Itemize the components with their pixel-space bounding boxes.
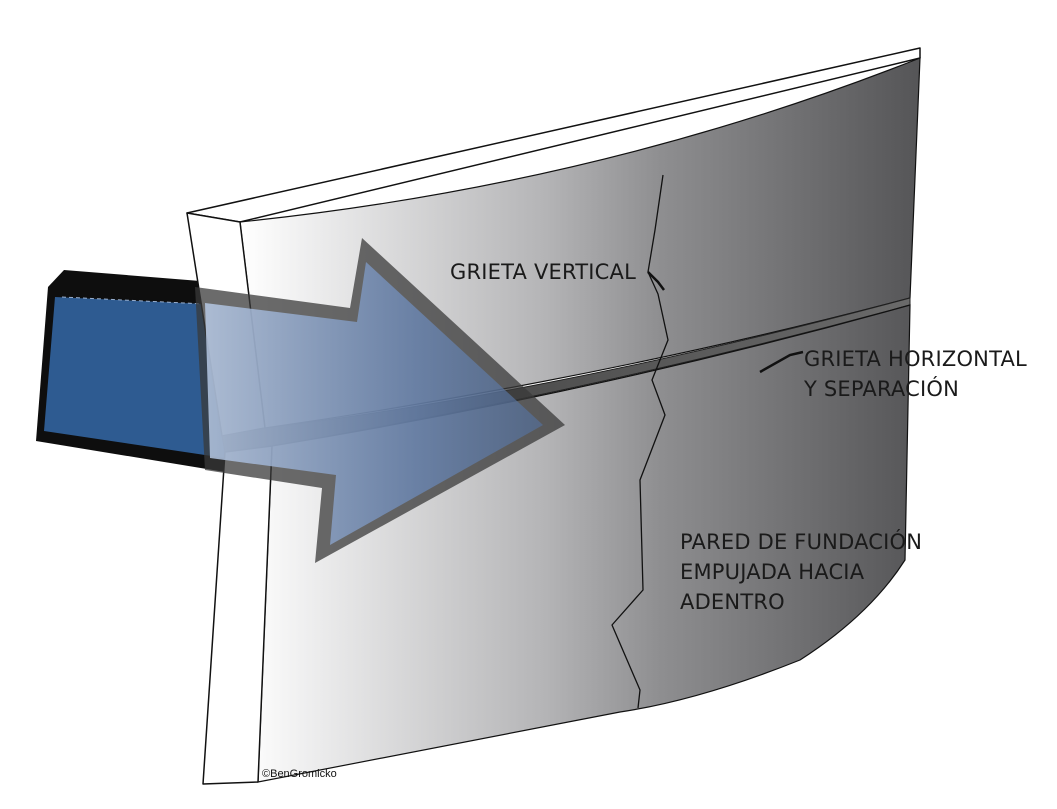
wall-label-line3: ADENTRO (680, 590, 785, 614)
copyright-notice: ©BenGromicko (262, 768, 337, 780)
wall-label-line1: PARED DE FUNDACIÓN (680, 529, 922, 554)
vertical-crack-label: GRIETA VERTICAL (450, 260, 636, 284)
soil-block (36, 270, 226, 472)
arrow-body (205, 262, 543, 545)
vertical-crack-detail (647, 271, 665, 291)
soil-pressure-arrow (195, 238, 565, 563)
horizontal-crack-detail (759, 350, 804, 374)
vertical-crack-line (611, 174, 669, 709)
soil-block-face (44, 297, 225, 458)
wall-label-line2: EMPUJADA HACIA (680, 560, 865, 584)
horizontal-crack-label-line2: Y SEPARACIÓN (803, 376, 959, 401)
horizontal-crack-label-line1: GRIETA HORIZONTAL (804, 347, 1027, 371)
